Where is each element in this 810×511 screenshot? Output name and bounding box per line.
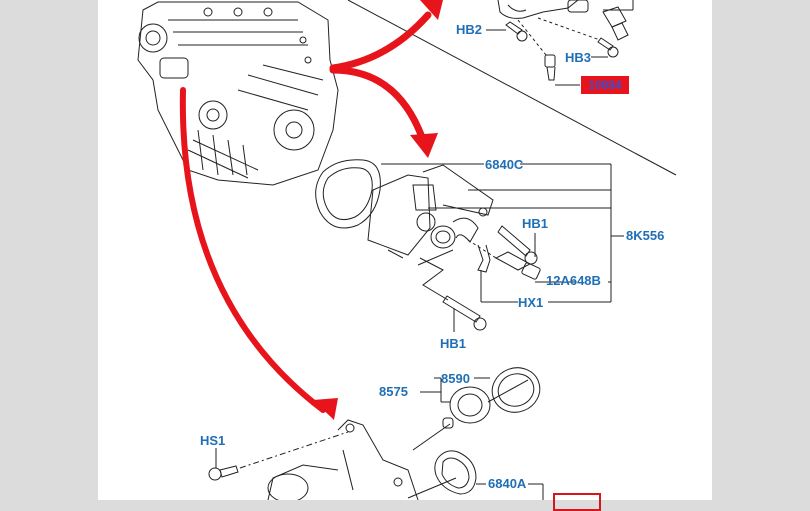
callout-8k556: 8K556	[626, 228, 665, 243]
bolt-hs1	[208, 431, 349, 481]
callout-8590: 8590	[441, 371, 470, 386]
callout-6840a: 6840A	[488, 476, 527, 491]
gasket-6840a	[407, 450, 477, 499]
bolt-hb1-upper	[497, 225, 531, 257]
seal-8590	[487, 367, 541, 413]
callout-hb2: HB2	[456, 22, 483, 37]
red-arrow-to-upper-housing	[329, 11, 432, 72]
callout-hs1: HS1	[200, 433, 226, 448]
arrowhead-lower	[313, 398, 338, 420]
section-divider-line	[347, 0, 677, 176]
clip-hx1	[477, 244, 491, 273]
parts-diagram	[137, 0, 677, 500]
red-arrow-to-thermostat-housing	[179, 87, 326, 413]
callout-8575: 8575	[379, 384, 408, 399]
gasket-6840c	[315, 159, 381, 229]
callout-hb1-upper: HB1	[522, 216, 549, 231]
thermostat-housing-illustration	[267, 419, 419, 500]
thermostat-8575	[412, 386, 491, 451]
bolt-hb1-lower	[442, 295, 481, 323]
highlight-part-number-box[interactable]: 10884	[581, 76, 629, 94]
callout-hb1-lower: HB1	[440, 336, 467, 351]
arrowhead-middle	[410, 133, 438, 158]
coolant-outlet-housing-illustration	[367, 164, 494, 266]
sensor-12a648b	[467, 239, 541, 280]
red-arrow-to-outlet-housing	[329, 66, 427, 144]
diagram-sheet: HB2 HB3 10884 6840C HB1 8K556 12A648B HX…	[98, 0, 712, 511]
callout-hx1: HX1	[518, 295, 544, 310]
callout-6840c: 6840C	[485, 157, 524, 172]
callout-hb3: HB3	[565, 50, 592, 65]
arrowhead-upper	[420, 0, 443, 20]
upper-sensor-housing-illustration	[497, 0, 634, 81]
highlight-outline-box[interactable]	[553, 493, 601, 511]
callout-12a648b: 12A648B	[546, 273, 601, 288]
engine-block-illustration	[137, 1, 339, 186]
